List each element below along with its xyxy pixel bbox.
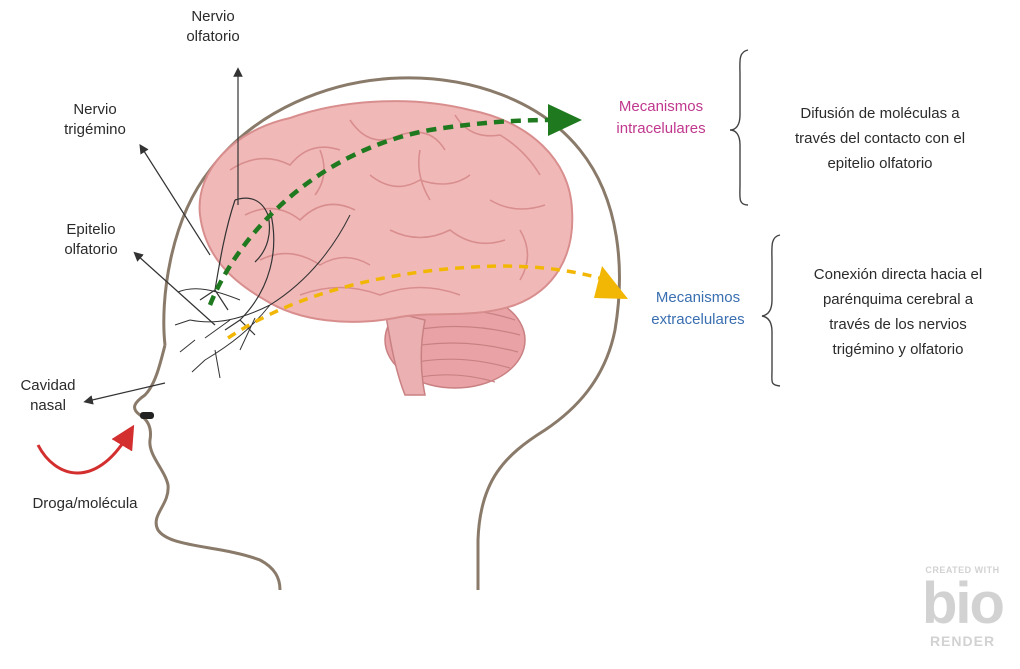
brace-intra xyxy=(730,50,748,205)
watermark-logo: bio xyxy=(905,575,1020,633)
biorender-watermark: CREATED WITH bio RENDER xyxy=(905,565,1020,649)
leader-epitelio xyxy=(137,255,215,325)
leader-cavidad-nasal xyxy=(88,383,165,401)
face-profile xyxy=(135,345,280,590)
label-droga-molecula: Droga/molécula xyxy=(0,494,170,514)
nostril xyxy=(140,412,154,419)
extra-arrowhead xyxy=(594,266,628,299)
drug-arrow xyxy=(38,435,128,473)
mechanism-extra-description: Conexión directa hacia el parénquima cer… xyxy=(778,262,1018,362)
mechanism-intra-description: Difusión de moléculas a través del conta… xyxy=(755,101,1005,176)
intra-arrowhead xyxy=(548,104,582,136)
